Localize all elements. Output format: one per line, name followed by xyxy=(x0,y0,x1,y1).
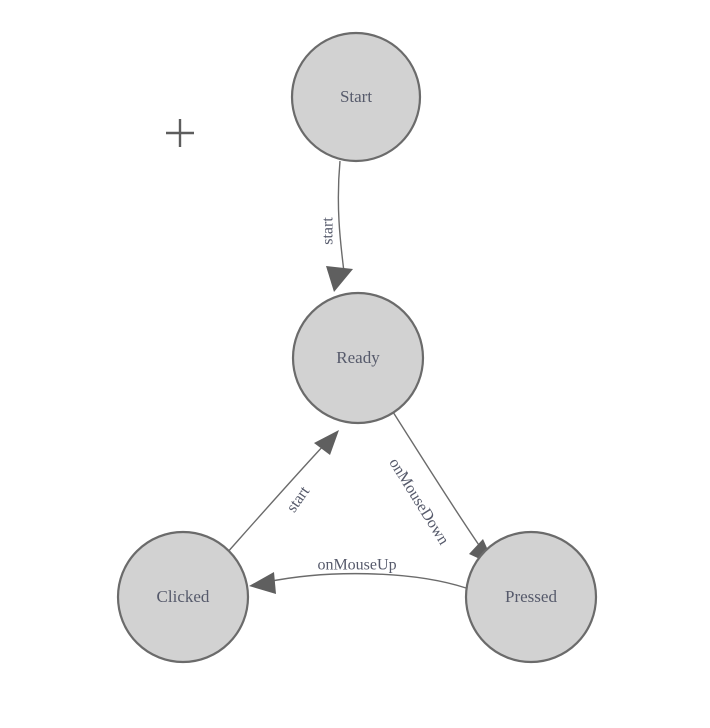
arrowhead-icon xyxy=(249,572,276,594)
edge-label-clicked-to-ready: start xyxy=(283,483,313,516)
node-label-pressed: Pressed xyxy=(505,587,557,606)
node-shape[interactable] xyxy=(464,530,598,664)
arrowhead-icon xyxy=(326,266,353,292)
edge-ready-to-pressed[interactable]: onMouseDown xyxy=(385,411,495,566)
node-shape[interactable] xyxy=(290,31,422,163)
edge-clicked-to-ready[interactable]: start xyxy=(225,430,339,555)
edge-label-pressed-to-clicked: onMouseUp xyxy=(317,557,396,574)
edge-line xyxy=(225,443,326,555)
node-label-clicked: Clicked xyxy=(157,587,210,606)
node-pressed[interactable]: Pressed xyxy=(464,530,598,664)
edge-label-start-to-ready: start xyxy=(320,217,337,245)
node-shape[interactable] xyxy=(116,530,250,664)
edge-label-ready-to-pressed: onMouseDown xyxy=(385,455,452,548)
node-start[interactable]: Start xyxy=(290,31,422,163)
crosshair-cursor-icon xyxy=(166,119,194,147)
edge-line xyxy=(392,411,484,552)
node-clicked[interactable]: Clicked xyxy=(116,530,250,664)
edge-start-to-ready[interactable]: start xyxy=(320,160,353,292)
node-shape[interactable] xyxy=(291,291,425,425)
node-ready[interactable]: Ready xyxy=(291,291,425,425)
edge-pressed-to-clicked[interactable]: onMouseUp xyxy=(249,557,467,594)
arrowhead-icon xyxy=(314,430,339,455)
edge-line xyxy=(337,160,345,273)
node-label-start: Start xyxy=(340,87,372,106)
edge-line xyxy=(266,572,467,589)
node-label-ready: Ready xyxy=(336,348,380,367)
